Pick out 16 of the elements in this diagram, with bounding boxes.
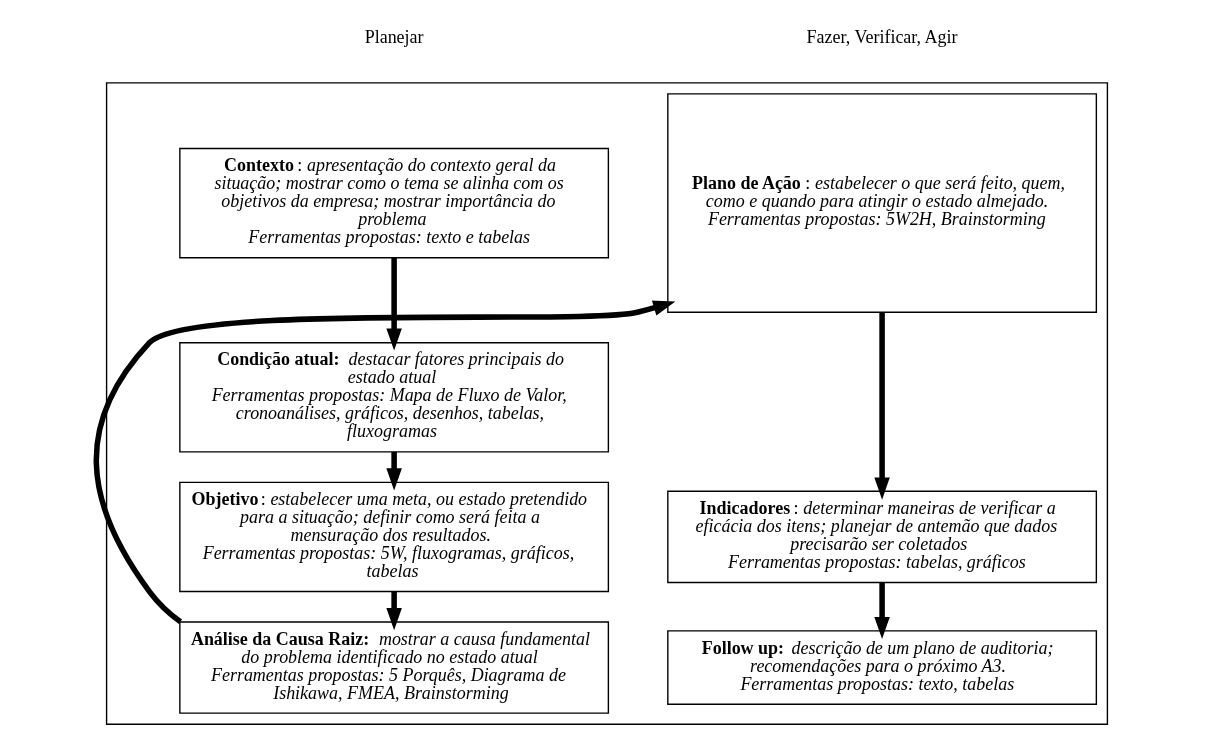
arrow (386, 452, 402, 491)
node-box: Indicadores: determinar maneiras de verificar a eficácia dos itens; planejar de antemão que dados precisarão ser coletados Ferramentas propostas: tabelas, gráficos (667, 490, 1098, 584)
label: Planejar (364, 27, 424, 48)
arrow (93, 300, 676, 624)
arrow (386, 591, 402, 631)
node-box: Análise da Causa Raiz: mostrar a causa fundamental do problema identificado no estado atual Ferramentas propostas: 5 Porquês, Diagrama de Ishikawa, FMEA, Brainstorming (179, 621, 610, 714)
arrow (874, 312, 890, 500)
label: Fazer, Verificar, Agir (806, 27, 958, 48)
node-box: Plano de Ação: estabelecer o que será feito, quem, como e quando para atingir o estado almejado. Ferramentas propostas: 5W2H, Brainstorming (667, 93, 1098, 313)
arrow (874, 582, 890, 640)
cluster (105, 82, 1109, 725)
node-box: Objetivo: estabelecer uma meta, ou estado pretendido para a situação; definir como será feita a mensuração dos resultados. Ferramentas propostas: 5W, fluxogramas, gráficos, tabelas (179, 481, 610, 593)
node-box: Follow up: descrição de um plano de auditoria; recomendações para o próximo A3. Ferramentas propostas: texto, tabelas (667, 630, 1098, 705)
arrow (386, 257, 402, 351)
node-box: Condição atual: destacar fatores principais do estado atual Ferramentas propostas: Mapa de Fluxo de Valor, cronoanálises, gráficos, desenhos, tabelas, fluxogramas (179, 342, 610, 453)
node-box: Contexto: apresentação do contexto geral da situação; mostrar como o tema se alinha com os objetivos da empresa; mostrar importância do problema Ferramentas propostas: texto e tabelas (179, 147, 610, 259)
